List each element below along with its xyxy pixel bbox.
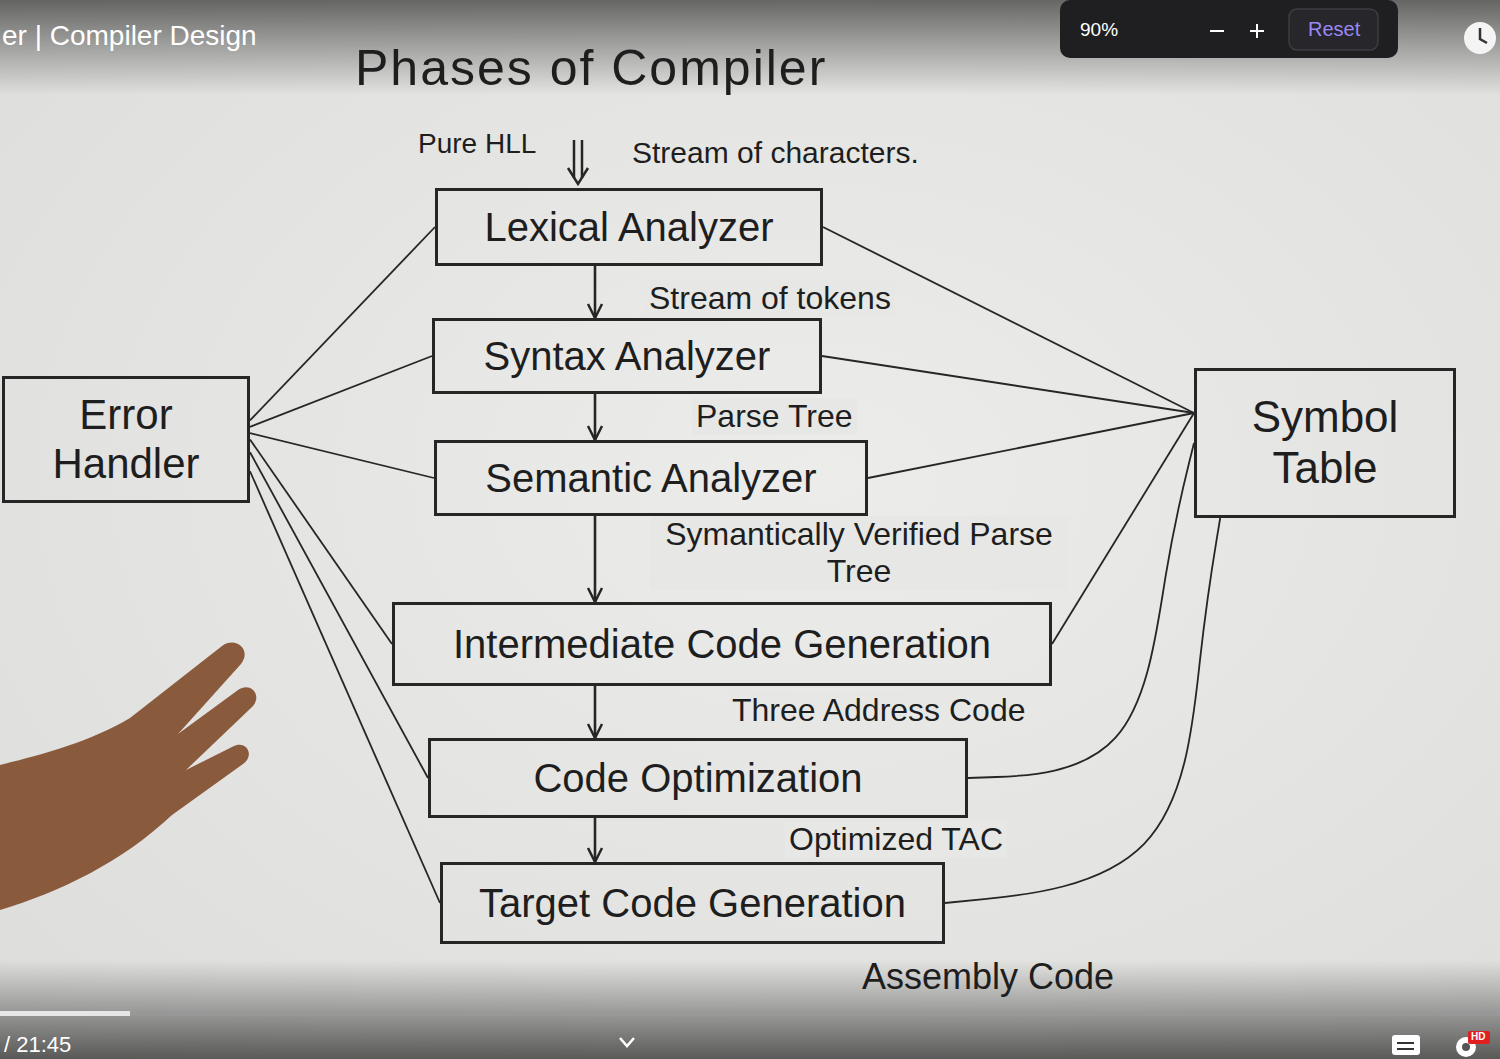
- hd-badge: [1468, 1031, 1490, 1044]
- zoom-panel: [1060, 0, 1398, 58]
- link-line: [250, 471, 440, 903]
- reset-button: [1289, 9, 1378, 50]
- link-line: [250, 356, 432, 427]
- phase-box: Intermediate Code Generation: [392, 602, 1052, 686]
- node-label: Syntax Analyzer: [484, 333, 771, 379]
- edge-label: Three Address Code: [728, 692, 1030, 729]
- zoom-in-icon: [1250, 24, 1264, 38]
- error-handler-box: Error Handler: [2, 376, 250, 503]
- symbol-table-box: Symbol Table: [1194, 368, 1456, 518]
- video-duration: / 21:45: [4, 1032, 71, 1057]
- node-label: Lexical Analyzer: [484, 204, 773, 250]
- clock-icon: [1464, 22, 1496, 54]
- link-line: [823, 227, 1194, 413]
- subtitles-icon: [1392, 1035, 1420, 1055]
- phase-box: Semantic Analyzer: [434, 440, 868, 516]
- node-label: Symbol Table: [1230, 392, 1420, 493]
- flow-arrow: [594, 818, 597, 862]
- flow-arrow: [594, 266, 597, 318]
- edge-label: Optimized TAC: [785, 821, 1007, 858]
- phase-box: Target Code Generation: [440, 862, 945, 944]
- chevron-icon: [620, 1038, 634, 1046]
- flow-arrow: [594, 516, 597, 602]
- link-line: [822, 356, 1194, 413]
- node-label: Error Handler: [41, 391, 211, 488]
- input-arrow: [568, 140, 588, 184]
- link-line: [250, 452, 428, 778]
- output-label: Assembly Code: [862, 956, 1114, 997]
- progress-track: [0, 1011, 1500, 1016]
- node-label: Code Optimization: [533, 755, 862, 801]
- edge-label: Symantically Verified Parse Tree: [650, 516, 1068, 590]
- phase-box: Syntax Analyzer: [432, 318, 822, 394]
- link-line: [868, 413, 1194, 478]
- node-label: Semantic Analyzer: [485, 455, 816, 501]
- node-label: Intermediate Code Generation: [453, 621, 991, 667]
- zoom-out-icon: [1210, 30, 1224, 32]
- flow-arrow: [594, 686, 597, 738]
- flow-arrow: [594, 394, 597, 440]
- input-label: Pure HLL: [418, 128, 536, 160]
- zoom-level: 90%: [1080, 19, 1118, 41]
- progress-buffer: [0, 1011, 130, 1016]
- node-label: Target Code Generation: [479, 880, 906, 926]
- hd-label: HD: [1471, 1031, 1485, 1043]
- phase-box: Code Optimization: [428, 738, 968, 818]
- link-line: [250, 433, 434, 478]
- link-line: [1052, 413, 1194, 644]
- bottom-shade: [0, 960, 1500, 1059]
- link-line: [250, 440, 392, 645]
- edge-label: Parse Tree: [692, 398, 857, 435]
- phase-box: Lexical Analyzer: [435, 188, 823, 266]
- diagram-title: Phases of Compiler: [355, 40, 827, 98]
- video-title: er | Compiler Design: [2, 20, 257, 52]
- input-description: Stream of characters.: [632, 136, 919, 171]
- reset-label: Reset: [1308, 18, 1360, 41]
- presenter-hand: [0, 643, 256, 910]
- edge-label: Stream of tokens: [645, 280, 895, 317]
